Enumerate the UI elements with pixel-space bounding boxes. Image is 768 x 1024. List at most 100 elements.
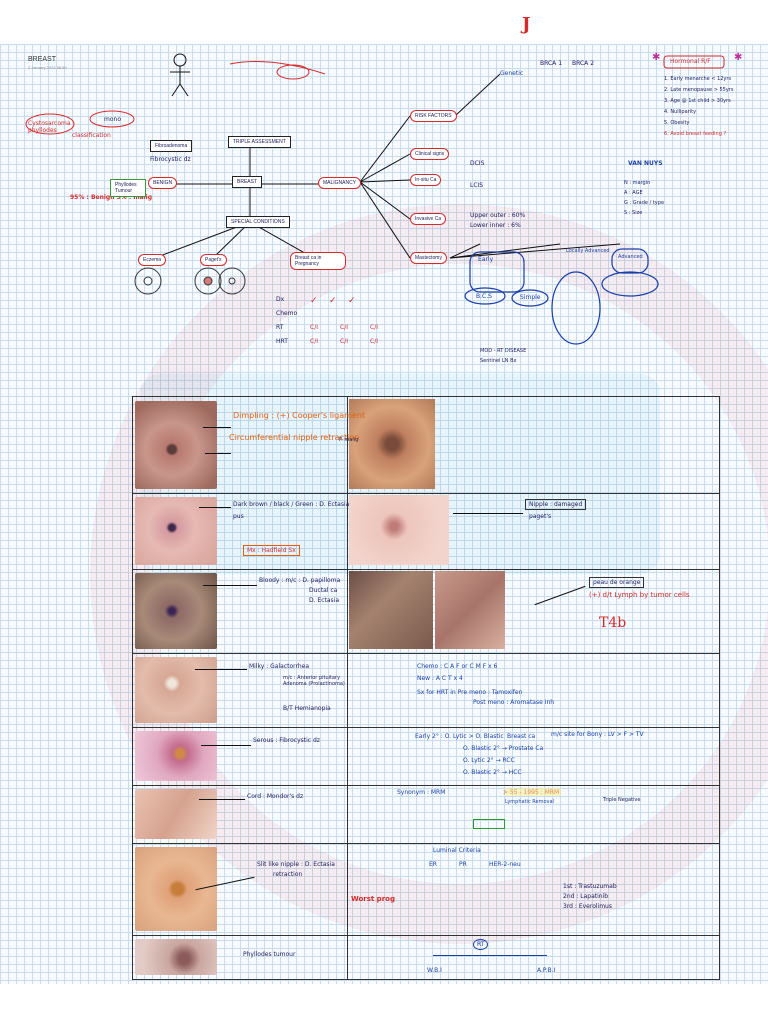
node-risk: RISK FACTORS: [410, 110, 457, 122]
sheet-title: BREAST: [28, 56, 57, 63]
row3-label5: (+) d/t Lymph by tumor cells: [589, 591, 690, 599]
row5-label3: Breast ca: [507, 733, 536, 740]
row7-label2: retraction: [273, 871, 303, 878]
preg-chemo: Chemo: [276, 310, 298, 317]
clinical-photo: [135, 789, 217, 839]
row5-label4: m/c site for Bony : LV > F > TV: [551, 731, 644, 738]
clinical-photo: [135, 731, 217, 781]
phyllodes-box: Phyllodes Tumour: [110, 179, 146, 197]
lower-inner-label: Lower inner : 6%: [470, 222, 521, 229]
rf-row-2: 2. Late menopause > 55yrs: [664, 87, 734, 93]
row4-label3: B/T Hemianopia: [283, 705, 331, 712]
row7-label10: 3rd : Everolimus: [563, 903, 612, 910]
bcs-label: B.C.S: [476, 293, 492, 300]
row7-label4: ER: [429, 861, 437, 868]
advanced-label: Advanced: [618, 254, 643, 260]
rf-row-4: 4. Nulliparity: [664, 109, 697, 115]
preg-ci-3: C/I: [370, 324, 378, 331]
sentinel-label: Sentinel LN Bx: [480, 358, 517, 364]
row5-label1: Serous : Fibrocystic dz: [253, 737, 320, 744]
van-row-1: N : margin: [624, 180, 651, 186]
lcis-label: LCIS: [470, 182, 484, 189]
node-clinical: Clinical signs: [410, 148, 450, 160]
row2-label4: Nipple : damaged: [525, 499, 587, 510]
table-row: Dark brown / black / Green : D. Ectasia …: [133, 493, 719, 570]
row6-label5: Triple Negative: [603, 797, 641, 803]
benign-ratio: 95% : Benign 5% : malig: [70, 194, 153, 201]
header-mark: J: [522, 14, 531, 35]
clinical-photo: [135, 847, 217, 931]
row7-label3: Luminal Criteria: [433, 847, 481, 854]
row7-label5: PR: [459, 861, 467, 868]
preg-ci-5: C/I: [340, 338, 348, 345]
simple-label: Simple: [520, 294, 541, 301]
row3-label1: Bloody : m/c : D. papilloma: [259, 577, 341, 584]
row5-label7: O. Blastic 2° → HCC: [463, 769, 522, 776]
clinical-photo: [135, 939, 217, 975]
clinical-table: Dimpling : (+) Cooper's ligament Circumf…: [132, 396, 720, 980]
clinical-photo: [435, 571, 505, 649]
van-nuys-label: VAN NUYS: [628, 160, 663, 167]
node-preg: Breast ca in Pregnancy: [290, 252, 346, 270]
node-invasive: Invasive Ca: [410, 213, 447, 225]
row7-label8: 1st : Trastuzumab: [563, 883, 617, 890]
row4-label6: Sx for HRT in Pre meno : Tamoxifen: [417, 689, 523, 696]
clinical-photo: [135, 497, 217, 565]
sheet-date: 2 January 2023 08:50: [28, 65, 67, 70]
row7-label9: 2nd : Lapatinib: [563, 893, 609, 900]
hormonal-rf-label: Hormonal R/F: [670, 58, 711, 65]
row5-label2: Early 2° : O. Lytic > O. Blastic: [415, 733, 504, 740]
rf-row-1: 1. Early menarche < 12yrs: [664, 76, 732, 82]
early-label: Early: [478, 256, 494, 263]
table-row: Bloody : m/c : D. papilloma Ductal ca D.…: [133, 569, 719, 654]
preg-rt: RT: [276, 324, 284, 331]
cystosarcoma-label: Cystosarcoma phyllodes: [28, 120, 71, 134]
table-row: Phyllodes tumour RT W.B.I A.P.B.I: [133, 935, 719, 979]
row2-label3: Mx : Hadfield Sx: [243, 545, 300, 556]
van-row-4: S : Size: [624, 210, 643, 216]
node-mastectomy: Mastectomy: [410, 252, 447, 264]
green-box: [473, 819, 505, 829]
node-triple-assessment: TRIPLE ASSESSMENT: [228, 136, 291, 148]
row7-label6: HER-2-neu: [489, 861, 521, 868]
mindmap-lines: [25, 53, 725, 345]
row1-label1: Dimpling : (+) Cooper's ligament: [233, 411, 366, 420]
preg-check: ✓ ✓ ✓: [310, 296, 356, 306]
row8-label1: Phyllodes tumour: [243, 951, 296, 958]
row1-label3: P. malig: [339, 437, 359, 443]
node-breast: BREAST: [232, 176, 263, 188]
row4-label4: Chemo : C A F or C M F x 6: [417, 663, 498, 670]
classification-label: classification: [72, 132, 111, 139]
preg-ci-1: C/I: [310, 324, 318, 331]
row1-label2: Circumferential nipple retraction: [229, 433, 360, 442]
row5-label5: O. Blastic 2° → Prostate Ca: [463, 745, 544, 752]
star-icon: ✱: [734, 52, 743, 63]
row4-label5: New : A C T x 4: [417, 675, 463, 682]
upper-outer-label: Upper outer : 60%: [470, 212, 526, 219]
node-benign: BENIGN: [148, 177, 178, 189]
mod-radical-label: MOD - RT DISEASE: [480, 348, 527, 354]
row6-label1: Cord : Mondor's dz: [247, 793, 304, 800]
row2-label2: pus: [233, 513, 244, 520]
row3-label4: peau de orange: [589, 577, 645, 588]
node-insitu: In-situ Ca: [410, 174, 442, 186]
node-special: SPECIAL CONDITIONS: [226, 216, 290, 228]
table-row: Serous : Fibrocystic dz Early 2° : O. Ly…: [133, 727, 719, 786]
clinical-photo: [349, 571, 433, 649]
row7-label7: Worst prog: [351, 895, 395, 903]
table-row: Cord : Mondor's dz Synonym : MRM > 55 - …: [133, 785, 719, 844]
row3-label2: Ductal ca: [309, 587, 338, 594]
preg-ci-2: C/I: [340, 324, 348, 331]
preg-ci-6: C/I: [370, 338, 378, 345]
notes-page: BREAST 2 January 2023 08:50: [0, 44, 768, 984]
row6-label2: Synonym : MRM: [397, 789, 446, 796]
table-row: Milky : Galactorrhea m/c : Anterior pitu…: [133, 653, 719, 728]
row2-label5: paget's: [529, 513, 552, 520]
row4-label7: Post meno : Aromatase Inh: [473, 699, 555, 706]
fibroadenoma-box: Fibroadenoma: [150, 140, 193, 152]
genetic-label: Genetic: [500, 70, 524, 77]
row3-label3: D. Ectasia: [309, 597, 340, 604]
star-icon: ✱: [652, 52, 661, 63]
node-paget: Paget's: [200, 254, 227, 266]
preg-hrt: HRT: [276, 338, 288, 345]
